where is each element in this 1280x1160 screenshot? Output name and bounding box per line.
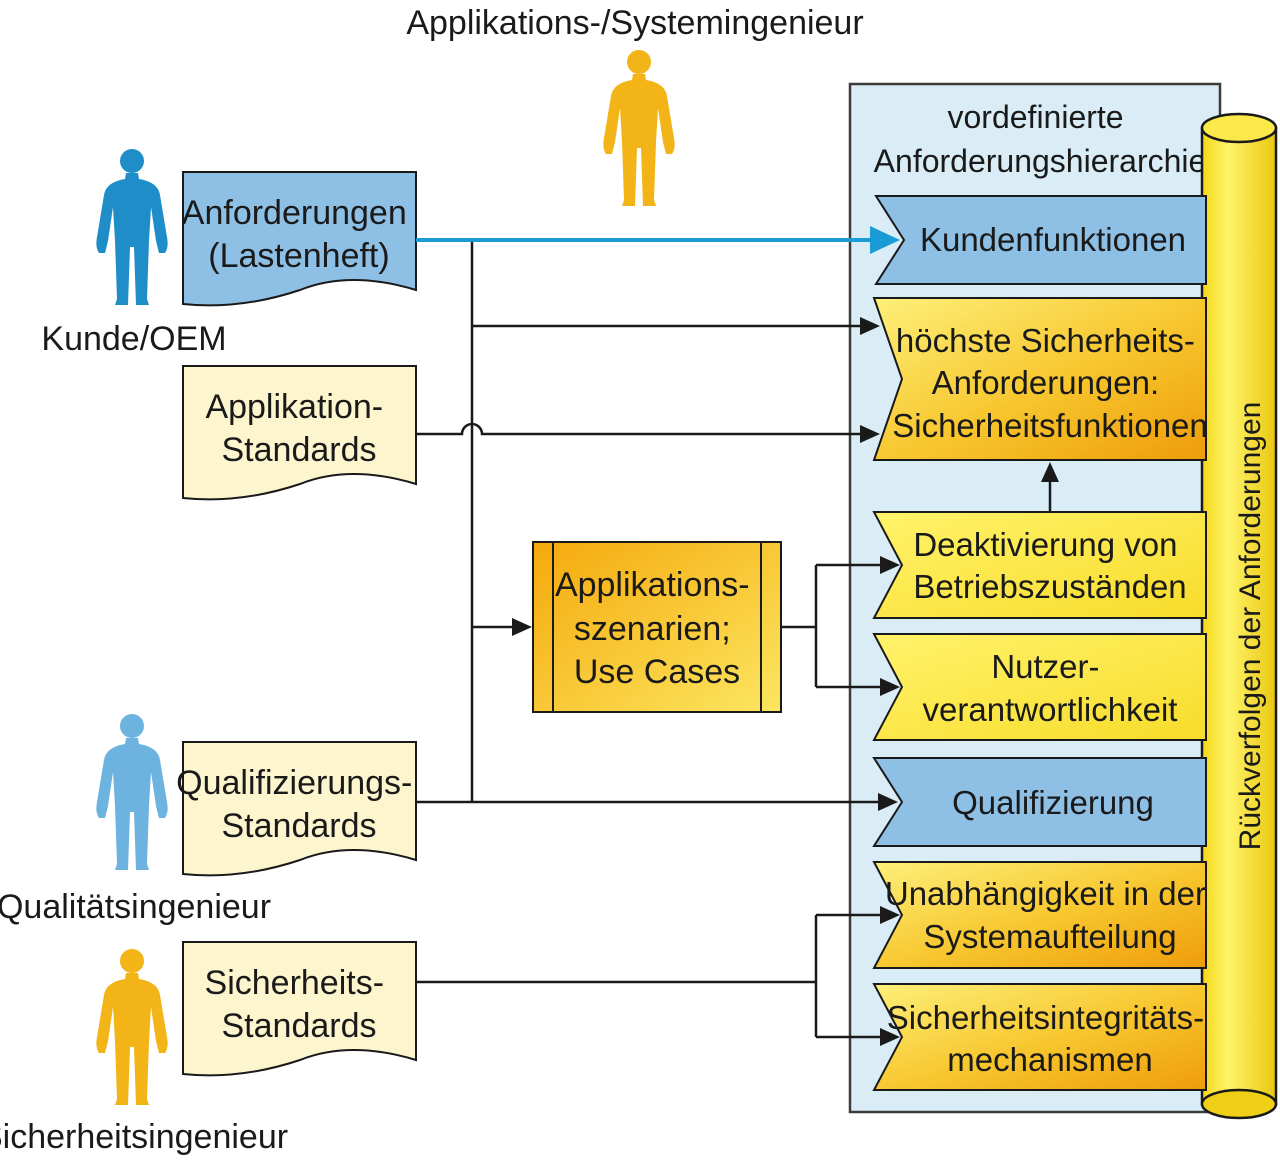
use-case-label: szenarien;	[574, 610, 731, 648]
item-customer-functions: Kundenfunktionen	[874, 195, 1207, 285]
system-engineer-person-icon	[603, 50, 675, 206]
doc-label: Standards	[222, 431, 377, 469]
item-independence: Unabhängigkeit in der Systemaufteilung	[872, 861, 1215, 969]
doc-label: (Lastenheft)	[208, 237, 389, 275]
item-user-responsibility: Nutzer- verantwortlichkeit	[872, 633, 1207, 741]
doc-label: Anforderungen	[182, 194, 407, 232]
doc-label: Standards	[222, 1007, 377, 1045]
svg-text:Kundenfunktionen: Kundenfunktionen	[920, 221, 1186, 258]
svg-text:Nutzer- verantwortlichke: Nutzer- verantwortlichkeit	[923, 648, 1178, 728]
doc-label: Sicherheits-	[205, 964, 385, 1002]
item-label: Anforderungen:	[932, 364, 1160, 401]
role-system-engineer: Applikations-/Systemingenieur	[406, 4, 863, 42]
svg-text:Sicherheits- Standards: Sicherheits- Standards	[205, 964, 394, 1045]
item-safety-functions: höchste Sicherheits- Anforderungen: Sich…	[872, 297, 1208, 461]
item-label: Unabhängigkeit in der	[885, 875, 1206, 912]
item-label: Kundenfunktionen	[920, 221, 1186, 258]
customer-person-icon	[96, 149, 168, 305]
svg-text:Qualifizierungs- Standar: Qualifizierungs- Standards	[176, 764, 422, 845]
customer-arrow	[416, 226, 900, 254]
item-label: verantwortlichkeit	[923, 691, 1178, 728]
traceability-cylinder: Rückverfolgen der Anforderungen	[1200, 112, 1278, 1120]
doc-requirements: Anforderungen (Lastenheft)	[182, 171, 417, 307]
use-case-box: Applikations- szenarien; Use Cases	[532, 541, 782, 713]
role-safety-engineer: Sicherheitsingenieur	[0, 1118, 288, 1156]
hierarchy-header-line: vordefinierte	[948, 99, 1124, 135]
item-label: Betriebszuständen	[913, 568, 1186, 605]
svg-text:Qualifizierung: Qualifizierung	[952, 784, 1154, 821]
item-label: Sicherheitsfunktionen	[892, 407, 1208, 444]
doc-label: Applikation-	[205, 388, 383, 426]
doc-label: Standards	[222, 807, 377, 845]
doc-safety-standards: Sicherheits- Standards	[182, 941, 417, 1077]
safety-engineer-person-icon	[96, 949, 168, 1105]
item-label: mechanismen	[947, 1041, 1152, 1078]
connectors	[416, 240, 1052, 1039]
svg-text:Applikation- Standards: Applikation- Standards	[205, 388, 392, 469]
svg-text:Applikations- szenarien;: Applikations- szenarien; Use Cases	[555, 566, 759, 691]
traceability-label: Rückverfolgen der Anforderungen	[1234, 402, 1267, 851]
role-customer: Kunde/OEM	[41, 320, 226, 358]
quality-engineer-person-icon	[96, 714, 168, 870]
item-integrity: Sicherheitsintegritäts- mechanismen	[872, 983, 1213, 1091]
item-deactivation: Deaktivierung von Betriebszuständen	[872, 511, 1207, 619]
item-label: Deaktivierung von	[913, 526, 1177, 563]
item-label: Nutzer-	[991, 648, 1099, 685]
svg-text:höchste Sicherheits- Anf: höchste Sicherheits- Anforderungen: Sich…	[892, 322, 1208, 444]
item-label: Qualifizierung	[952, 784, 1154, 821]
role-quality-engineer: Qualitätsingenieur	[0, 888, 271, 926]
doc-application-standards: Applikation- Standards	[182, 365, 417, 501]
use-case-label: Applikations-	[555, 566, 750, 604]
svg-text:Sicherheitsintegritäts-: Sicherheitsintegritäts- mechanismen	[887, 999, 1213, 1078]
arrowheads	[512, 317, 1059, 1046]
item-label: Systemaufteilung	[923, 918, 1176, 955]
svg-text:Unabhängigkeit in der Sy: Unabhängigkeit in der Systemaufteilung	[885, 875, 1215, 955]
use-case-label: Use Cases	[574, 653, 740, 691]
svg-text:Deaktivierung von Betrie: Deaktivierung von Betriebszuständen	[913, 526, 1186, 605]
item-label: Sicherheitsintegritäts-	[887, 999, 1204, 1036]
hierarchy-header-line: Anforderungshierarchie	[874, 143, 1207, 179]
doc-qualification-standards: Qualifizierungs- Standards	[176, 741, 422, 877]
item-label: höchste Sicherheits-	[896, 322, 1195, 359]
doc-label: Qualifizierungs-	[176, 764, 412, 802]
svg-text:Anforderungen (Lastenhef: Anforderungen (Lastenheft)	[182, 194, 416, 275]
hierarchy-header: vordefinierte Anforderungshierarchie	[874, 99, 1207, 179]
item-qualification: Qualifizierung	[872, 757, 1207, 847]
